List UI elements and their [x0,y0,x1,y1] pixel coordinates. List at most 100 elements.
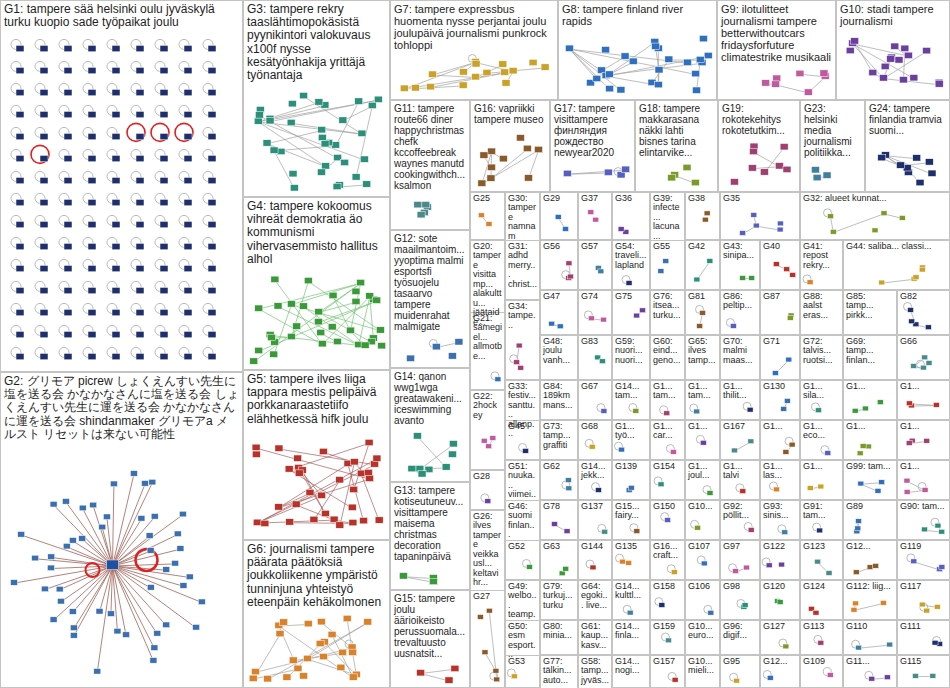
vertex-icon [160,67,168,73]
group-label: G167 [721,421,759,432]
vertex-icon [897,162,905,168]
group-label: G97 [721,541,759,552]
vertex-icon [88,89,96,95]
group-box: G43: sinipa... [720,240,760,290]
edge-line [356,106,372,178]
vertex-icon [856,519,862,524]
vertex-icon [304,277,312,283]
vertex-icon [867,565,873,570]
vertex-icon [112,45,120,51]
vertex-icon [784,398,790,403]
vertex-icon [601,409,607,414]
edge-line [354,443,369,490]
group-label: G45 [506,421,539,432]
group-label: G14... jekk... [579,461,611,482]
group-box: G117 [897,580,950,620]
vertex-icon [40,67,48,73]
vertex-icon [289,171,297,177]
vertex-icon [317,169,325,175]
vertex-icon [136,67,144,73]
group-box: G1... [760,420,800,460]
vertex-icon [88,309,96,315]
vertex-icon [160,221,168,227]
vertex-icon [811,167,819,173]
vertex-icon [136,243,144,249]
vertex-icon [96,608,103,614]
vertex-icon [813,610,819,615]
vertex-icon [487,175,495,181]
group-label: G42 [686,241,719,252]
group-label: G1... [898,381,949,392]
vertex-icon [268,334,276,340]
group-label: G93: sinis... [761,501,799,522]
vertex-icon [348,504,356,510]
vertex-icon [767,675,773,680]
vertex-icon [906,401,912,406]
vertex-icon [877,400,883,405]
vertex-icon [295,470,303,476]
vertex-icon [350,486,358,492]
vertex-icon [818,640,824,645]
group-box: G54: traveli... lapland [612,240,650,290]
vertex-icon [136,331,144,337]
vertex-icon [699,35,707,41]
vertex-icon [659,603,665,608]
group-box: G37 [578,192,612,240]
group-label: G75 [613,291,649,302]
vertex-icon [357,279,365,285]
edge-line [66,502,113,566]
group-box: G45 [505,420,540,460]
vertex-icon [747,407,753,412]
vertex-icon [252,444,260,450]
group-label: G109 [801,656,842,667]
vertex-icon [916,179,924,185]
vertex-icon [249,675,257,681]
vertex-icon [490,436,496,441]
vertex-icon [541,64,549,70]
vertex-icon [856,645,862,650]
group-label: G83 [579,336,611,347]
group-label: G23: helsinki media journalismi politiik… [801,101,864,159]
vertex-icon [333,338,341,344]
vertex-icon [319,448,327,454]
vertex-icon [112,111,120,117]
group-box: G85: tamp... pirkk... [843,290,897,335]
vertex-icon [526,564,532,569]
vertex-icon [88,221,96,227]
vertex-icon [112,155,120,161]
vertex-icon [853,570,859,575]
vertex-icon [564,529,570,534]
vertex-icon [683,59,691,65]
vertex-icon [565,45,573,51]
edge-line [833,214,884,233]
vertex-icon [523,448,529,453]
edge-line [93,506,112,566]
vertex-icon [378,343,386,349]
vertex-icon [909,319,915,324]
edge-line [54,566,113,620]
group-label: G50: esm esport... [506,621,539,661]
group-label: G70: malmi maas... [721,336,759,366]
group-box: G14... tam... [612,380,650,420]
vertex-icon [40,331,48,337]
group-label: G14... tam... [613,381,649,402]
vertex-icon [275,445,283,451]
edge-line [491,149,527,179]
vertex-icon [815,559,821,564]
vertex-icon [285,466,293,472]
group-box: G110 [843,620,897,655]
vertex-icon [486,222,492,227]
vertex-icon [807,280,813,285]
edge-line [113,566,190,578]
group-box: G119 [897,540,950,580]
edge-line [113,566,197,628]
group-label: G77: tälkin... auto... [541,656,577,686]
group-label: G158 [651,581,684,592]
edge-line [259,301,377,351]
group-label: G76: itsea... turku... [651,291,684,321]
vertex-icon [606,85,614,91]
vertex-icon [772,81,780,87]
vertex-icon [50,617,57,623]
group-label: G38 [686,193,719,204]
